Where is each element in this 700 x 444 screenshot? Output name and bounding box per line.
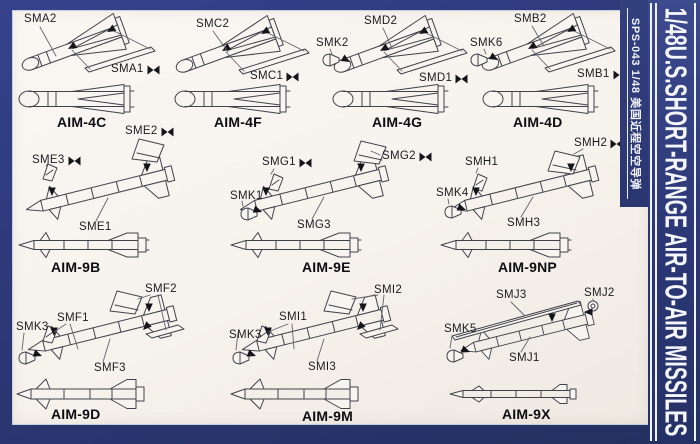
part-label: SMI2	[374, 284, 403, 296]
band-divider-line	[650, 3, 652, 441]
band-divider-line	[655, 3, 657, 441]
part-label: SMB1	[577, 68, 626, 81]
title-band: 1/48U.S.SHORT-RANGE AIR-TO-AIR MISSILES	[648, 0, 700, 444]
part-label: SMJ3	[496, 289, 527, 301]
part-label: SMH3	[507, 217, 541, 229]
part-label: SMK5	[444, 323, 477, 335]
part-label: SMJ2	[584, 287, 615, 299]
part-label: SMK1	[230, 190, 263, 202]
product-code-strip: SPS-043 1/48 美国近程空空导弹	[620, 0, 648, 207]
missile-name: AIM-9D	[51, 406, 101, 422]
missile-name: AIM-4D	[513, 114, 563, 130]
part-label: SMB2	[514, 13, 547, 25]
part-label: SMH2	[574, 137, 623, 150]
missile-name: AIM-9M	[302, 408, 353, 424]
missile-name: AIM-4G	[372, 114, 423, 130]
part-label: SMC2	[196, 18, 230, 30]
part-label: SME2	[125, 125, 174, 138]
part-marker-icon	[68, 156, 81, 166]
series-title: 1/48U.S.SHORT-RANGE AIR-TO-AIR MISSILES	[658, 7, 694, 437]
part-label: SMH1	[465, 156, 499, 168]
part-label: SMF2	[145, 283, 177, 295]
part-label: SME3	[32, 154, 81, 167]
part-label: SMA2	[24, 13, 57, 25]
part-label: SMF3	[94, 362, 126, 374]
missile-name: AIM-4F	[214, 114, 262, 130]
aim-4f-drawing	[170, 14, 309, 114]
part-label: SMK4	[436, 187, 469, 199]
part-label: SMK3	[229, 329, 262, 341]
part-label: SMI1	[279, 311, 308, 323]
aim-9b-drawing	[18, 138, 179, 258]
part-label: SMJ1	[509, 352, 540, 364]
missile-name: AIM-9NP	[498, 259, 557, 275]
part-label: SMI3	[308, 361, 337, 373]
part-label: SMD1	[419, 72, 468, 85]
missile-name: AIM-4C	[57, 114, 107, 130]
missile-name: AIM-9X	[502, 406, 551, 422]
aim-9d-drawing	[16, 290, 185, 410]
part-label: SMA1	[111, 63, 160, 76]
product-code-text: SPS-043 1/48 美国近程空空导弹	[629, 17, 642, 190]
part-label: SMK3	[16, 321, 49, 333]
part-label: SMG3	[297, 219, 331, 231]
sheet-background	[12, 10, 650, 425]
aim-9m-drawing	[230, 290, 399, 410]
aim-9x-drawing	[446, 298, 599, 404]
aim-4d-drawing	[470, 12, 615, 114]
missile-name: AIM-9B	[51, 259, 101, 275]
aim-9np-drawing	[440, 148, 603, 258]
aim-4g-drawing	[322, 14, 467, 114]
band-divider-line	[694, 3, 696, 441]
part-marker-icon	[147, 65, 160, 75]
missile-name: AIM-9E	[302, 259, 351, 275]
aim-4c-drawing	[16, 12, 155, 114]
part-marker-icon	[299, 158, 312, 168]
part-label: SMK2	[316, 37, 349, 49]
part-label: SMF1	[57, 312, 89, 324]
part-marker-icon	[161, 127, 174, 137]
part-label: SMG1	[262, 156, 312, 169]
strip-divider-line	[626, 8, 629, 199]
part-marker-icon	[286, 72, 299, 82]
part-marker-icon	[455, 74, 468, 84]
aim-9e-drawing	[230, 140, 393, 258]
part-marker-icon	[419, 152, 432, 162]
part-label: SMG2	[382, 150, 432, 163]
part-label: SME1	[79, 221, 112, 233]
part-label: SMC1	[250, 70, 299, 83]
part-label: SMD2	[364, 15, 398, 27]
part-label: SMK6	[470, 37, 503, 49]
